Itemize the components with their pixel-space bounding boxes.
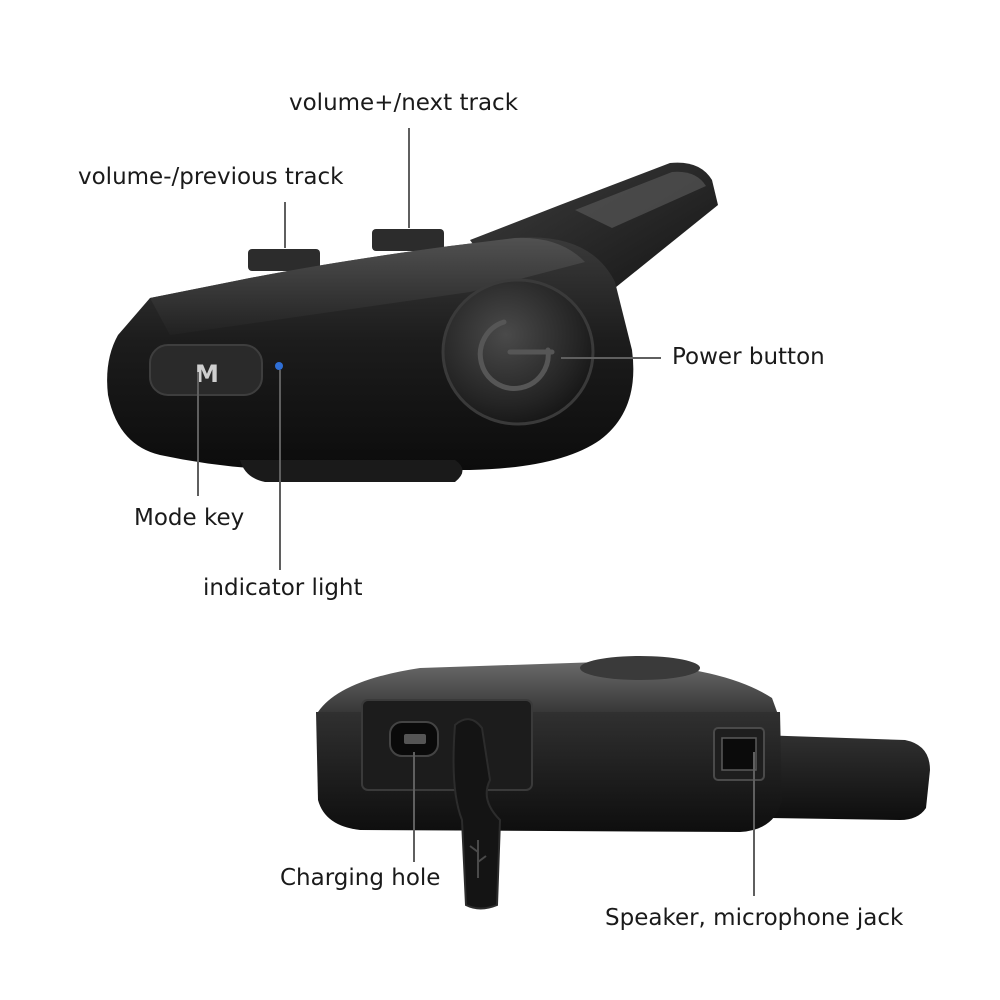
mounting-clip-ridge [575, 171, 706, 228]
bottom-clip-extension [760, 735, 930, 820]
label-power-button: Power button [672, 344, 825, 370]
charging-port-panel [361, 699, 533, 791]
top-device: M [107, 162, 718, 482]
label-volume-down: volume-/previous track [78, 164, 344, 190]
charging-port-flap [452, 718, 502, 910]
volume-up-button [372, 229, 444, 251]
mode-key-glyph: M [195, 360, 219, 388]
label-volume-up: volume+/next track [289, 90, 519, 116]
indicator-light [275, 362, 283, 370]
bottom-power-bump [580, 656, 700, 680]
charging-port-pins [404, 734, 426, 744]
usb-icon [469, 840, 487, 878]
body-bevel [150, 237, 585, 335]
mode-key [149, 344, 263, 396]
jack-socket [721, 737, 757, 771]
bottom-device [316, 656, 930, 910]
label-indicator-light: indicator light [203, 575, 363, 601]
bottom-edge [240, 460, 463, 482]
power-icon [477, 319, 555, 391]
label-charging-hole: Charging hole [280, 865, 441, 891]
leader-lines [197, 128, 755, 896]
label-mode-key: Mode key [134, 505, 245, 531]
label-speaker-microphone-jack: Speaker, microphone jack [605, 905, 904, 931]
volume-down-button [248, 249, 320, 271]
